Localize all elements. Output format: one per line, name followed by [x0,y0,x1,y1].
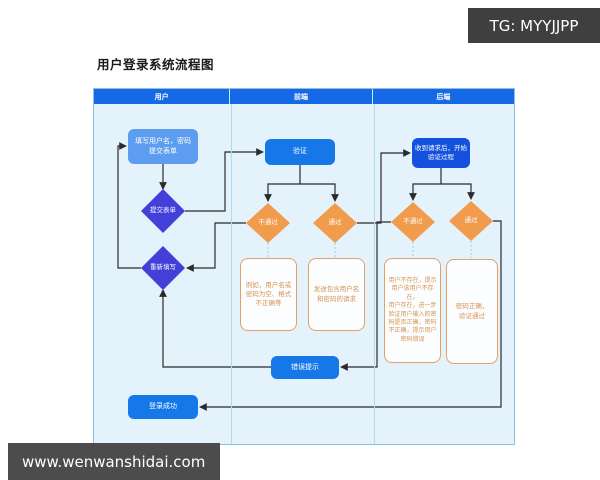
node-verify: 验证 [265,139,335,165]
node-submit-form-diamond: 提交表单 [141,189,185,233]
lane-header-frontend: 前端 [230,89,373,104]
lane-header-user: 用户 [94,89,231,104]
lane-header-backend: 后端 [372,89,515,104]
note-frontend-fail: 例如，用户名或密码为空、格式不正确等 [240,258,297,331]
lane-divider-2 [374,104,375,444]
node-backend-fail-diamond: 不通过 [391,202,435,242]
note-frontend-pass: 发送包含用户名和密码的请求 [308,258,365,331]
flowchart-canvas: 用户 前端 后端 填写用户名，密码 提交表单 提交表单 重新填写 验证 不通过 … [93,88,515,445]
node-error-tip: 错误提示 [271,356,339,379]
watermark-bottom-bar: www.wenwanshidai.com [8,443,220,480]
watermark-top-text: TG: MYYJJPP [489,16,579,35]
page-title: 用户登录系统流程图 [97,57,215,72]
node-fill-form: 填写用户名，密码 提交表单 [128,129,198,164]
node-login-success: 登录成功 [128,395,198,419]
note-backend-fail: 用户不存在，提示用户该用户不存在。 用户存在，进一步验证用户输入的密码是否正确，… [384,258,441,363]
node-frontend-pass-diamond: 通过 [313,203,357,243]
swimlane-header-row: 用户 前端 后端 [94,89,515,104]
watermark-bottom-text: www.wenwanshidai.com [22,452,206,471]
lane-divider-1 [231,104,232,444]
note-backend-pass: 密码正确， 验证通过 [446,259,498,364]
watermark-top-badge: TG: MYYJJPP [468,8,600,43]
node-backend-receive: 收到请求后，开始验证过程 [412,138,470,168]
node-backend-pass-diamond: 通过 [449,201,493,241]
node-frontend-fail-diamond: 不通过 [246,203,290,243]
node-refill-diamond: 重新填写 [141,246,185,290]
